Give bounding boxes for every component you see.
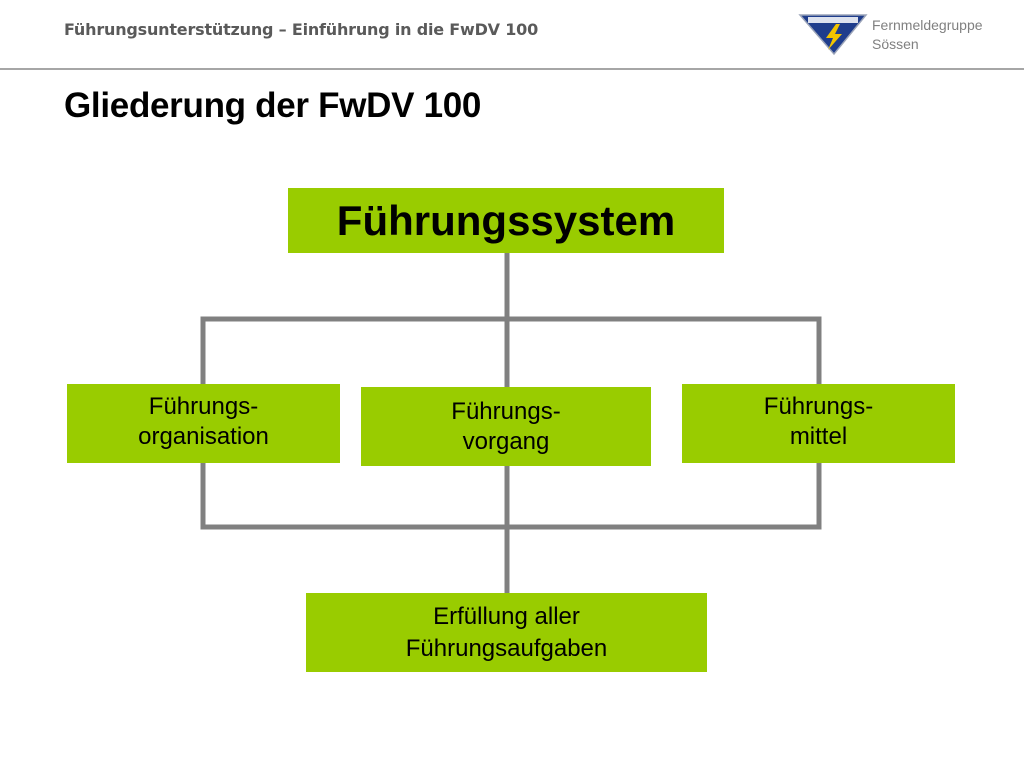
node-fuehrungsorganisation: Führungs- organisation [67, 384, 340, 463]
header-divider [0, 68, 1024, 70]
org-name-line2: Sössen [872, 36, 919, 52]
node-fuehrungssystem-label: Führungssystem [336, 196, 676, 244]
node-label-line2: mittel [789, 422, 848, 450]
org-name: Fernmeldegruppe Sössen [872, 16, 983, 54]
node-fuehrungsvorgang: Führungs- vorgang [361, 387, 651, 466]
node-erfuellung-fuehrungsaufgaben: Erfüllung aller Führungsaufgaben [306, 593, 707, 672]
page-title: Gliederung der FwDV 100 [64, 86, 482, 125]
node-label-line1: Führungs- [763, 392, 874, 420]
node-label-line2: organisation [138, 422, 269, 450]
node-label-line1: Erfüllung aller [433, 602, 580, 630]
header-title: Führungsunterstützung – Einführung in di… [64, 20, 539, 39]
node-fuehrungsmittel: Führungs- mittel [682, 384, 955, 463]
node-fuehrungssystem: Führungssystem [288, 188, 724, 253]
lightning-shield-logo-icon [798, 14, 868, 56]
node-label-line1: Führungs- [148, 392, 259, 420]
node-label-line2: Führungsaufgaben [405, 634, 608, 662]
node-label-line1: Führungs- [451, 397, 561, 425]
org-name-line1: Fernmeldegruppe [872, 17, 983, 33]
node-label-line2: vorgang [462, 427, 550, 455]
